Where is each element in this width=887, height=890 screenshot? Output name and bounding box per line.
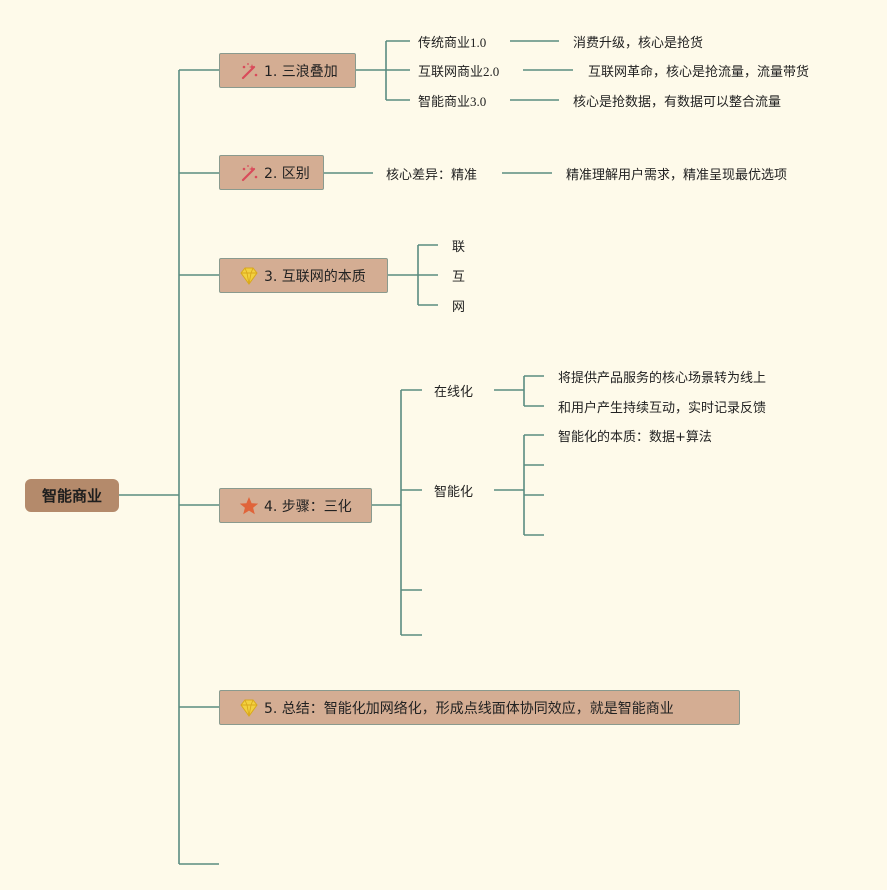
topic-difference[interactable]: 2. 区别 — [219, 155, 324, 190]
online-node[interactable]: 在线化 — [434, 381, 474, 400]
topic-three-waves[interactable]: 1. 三浪叠加 — [219, 53, 356, 88]
topic-label: 4. 步骤：三化 — [264, 498, 352, 515]
intelligent-node[interactable]: 智能化 — [434, 481, 474, 500]
internet-commerce-node[interactable]: 互联网商业2.0 — [418, 61, 500, 79]
core-difference-note[interactable]: 精准理解用户需求，精准呈现最优选项 — [566, 164, 788, 183]
topic-steps[interactable]: 4. 步骤：三化 — [219, 488, 372, 523]
traditional-commerce-node[interactable]: 传统商业1.0 — [418, 32, 487, 50]
diamond-icon — [240, 267, 258, 285]
essence-item-mutual[interactable]: 互 — [452, 266, 466, 285]
magic-wand-icon — [241, 62, 258, 79]
intelligent-item[interactable]: 智能化的本质：数据+算法 — [558, 426, 712, 445]
online-item[interactable]: 将提供产品服务的核心场景转为线上 — [558, 367, 767, 386]
online-item[interactable]: 和用户产生持续互动，实时记录反馈 — [558, 397, 767, 416]
topic-label: 3. 互联网的本质 — [264, 268, 366, 285]
root-label: 智能商业 — [41, 487, 102, 505]
topic-label: 1. 三浪叠加 — [264, 63, 338, 80]
internet-commerce-note[interactable]: 互联网革命，核心是抢流量，流量带货 — [588, 61, 810, 80]
topic-label: 2. 区别 — [264, 165, 310, 182]
essence-item-link[interactable]: 联 — [452, 236, 466, 255]
magic-wand-icon — [241, 164, 258, 181]
topic-internet-essence[interactable]: 3. 互联网的本质 — [219, 258, 388, 293]
core-difference-node[interactable]: 核心差异：精准 — [386, 164, 478, 183]
smart-commerce-note[interactable]: 核心是抢数据，有数据可以整合流量 — [573, 91, 782, 110]
topic-label: 5. 总结：智能化加网络化，形成点线面体协同效应，就是智能商业 — [264, 700, 674, 717]
traditional-commerce-note[interactable]: 消费升级，核心是抢货 — [573, 32, 704, 51]
star-icon — [239, 496, 259, 514]
diamond-icon — [240, 699, 258, 717]
topic-summary[interactable]: 5. 总结：智能化加网络化，形成点线面体协同效应，就是智能商业 — [219, 690, 740, 725]
smart-commerce-node[interactable]: 智能商业3.0 — [418, 91, 487, 109]
essence-item-network[interactable]: 网 — [452, 296, 466, 315]
root-topic[interactable]: 智能商业 — [25, 479, 119, 512]
